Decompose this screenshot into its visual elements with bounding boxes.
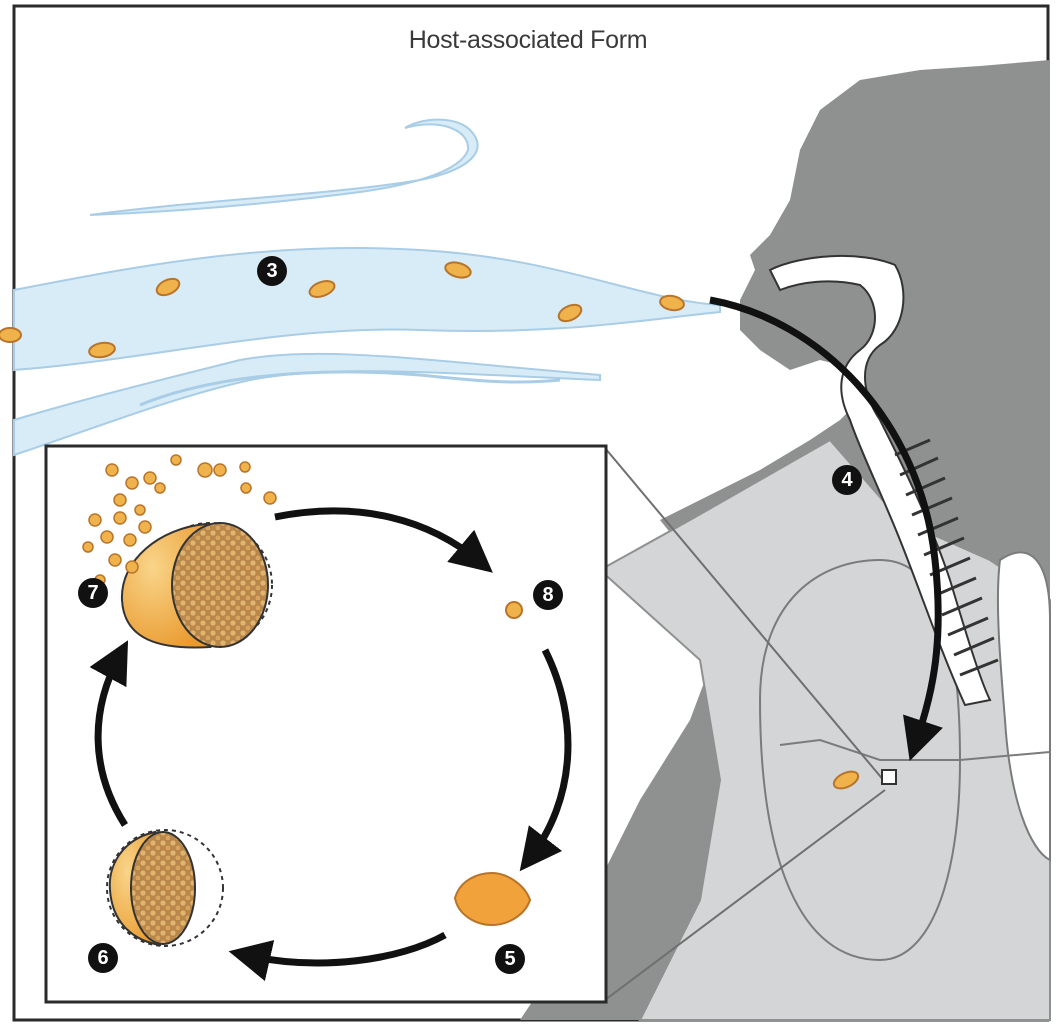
step-8-badge: 8 xyxy=(533,580,563,610)
step-4-badge: 4 xyxy=(832,465,862,495)
step-5-badge: 5 xyxy=(495,944,525,974)
figure-title: Host-associated Form xyxy=(0,26,1056,55)
spore xyxy=(0,328,21,342)
step-7-badge: 7 xyxy=(78,578,108,608)
step-3-badge: 3 xyxy=(257,256,287,286)
step-6-badge: 6 xyxy=(88,943,118,973)
endospore xyxy=(506,602,522,618)
